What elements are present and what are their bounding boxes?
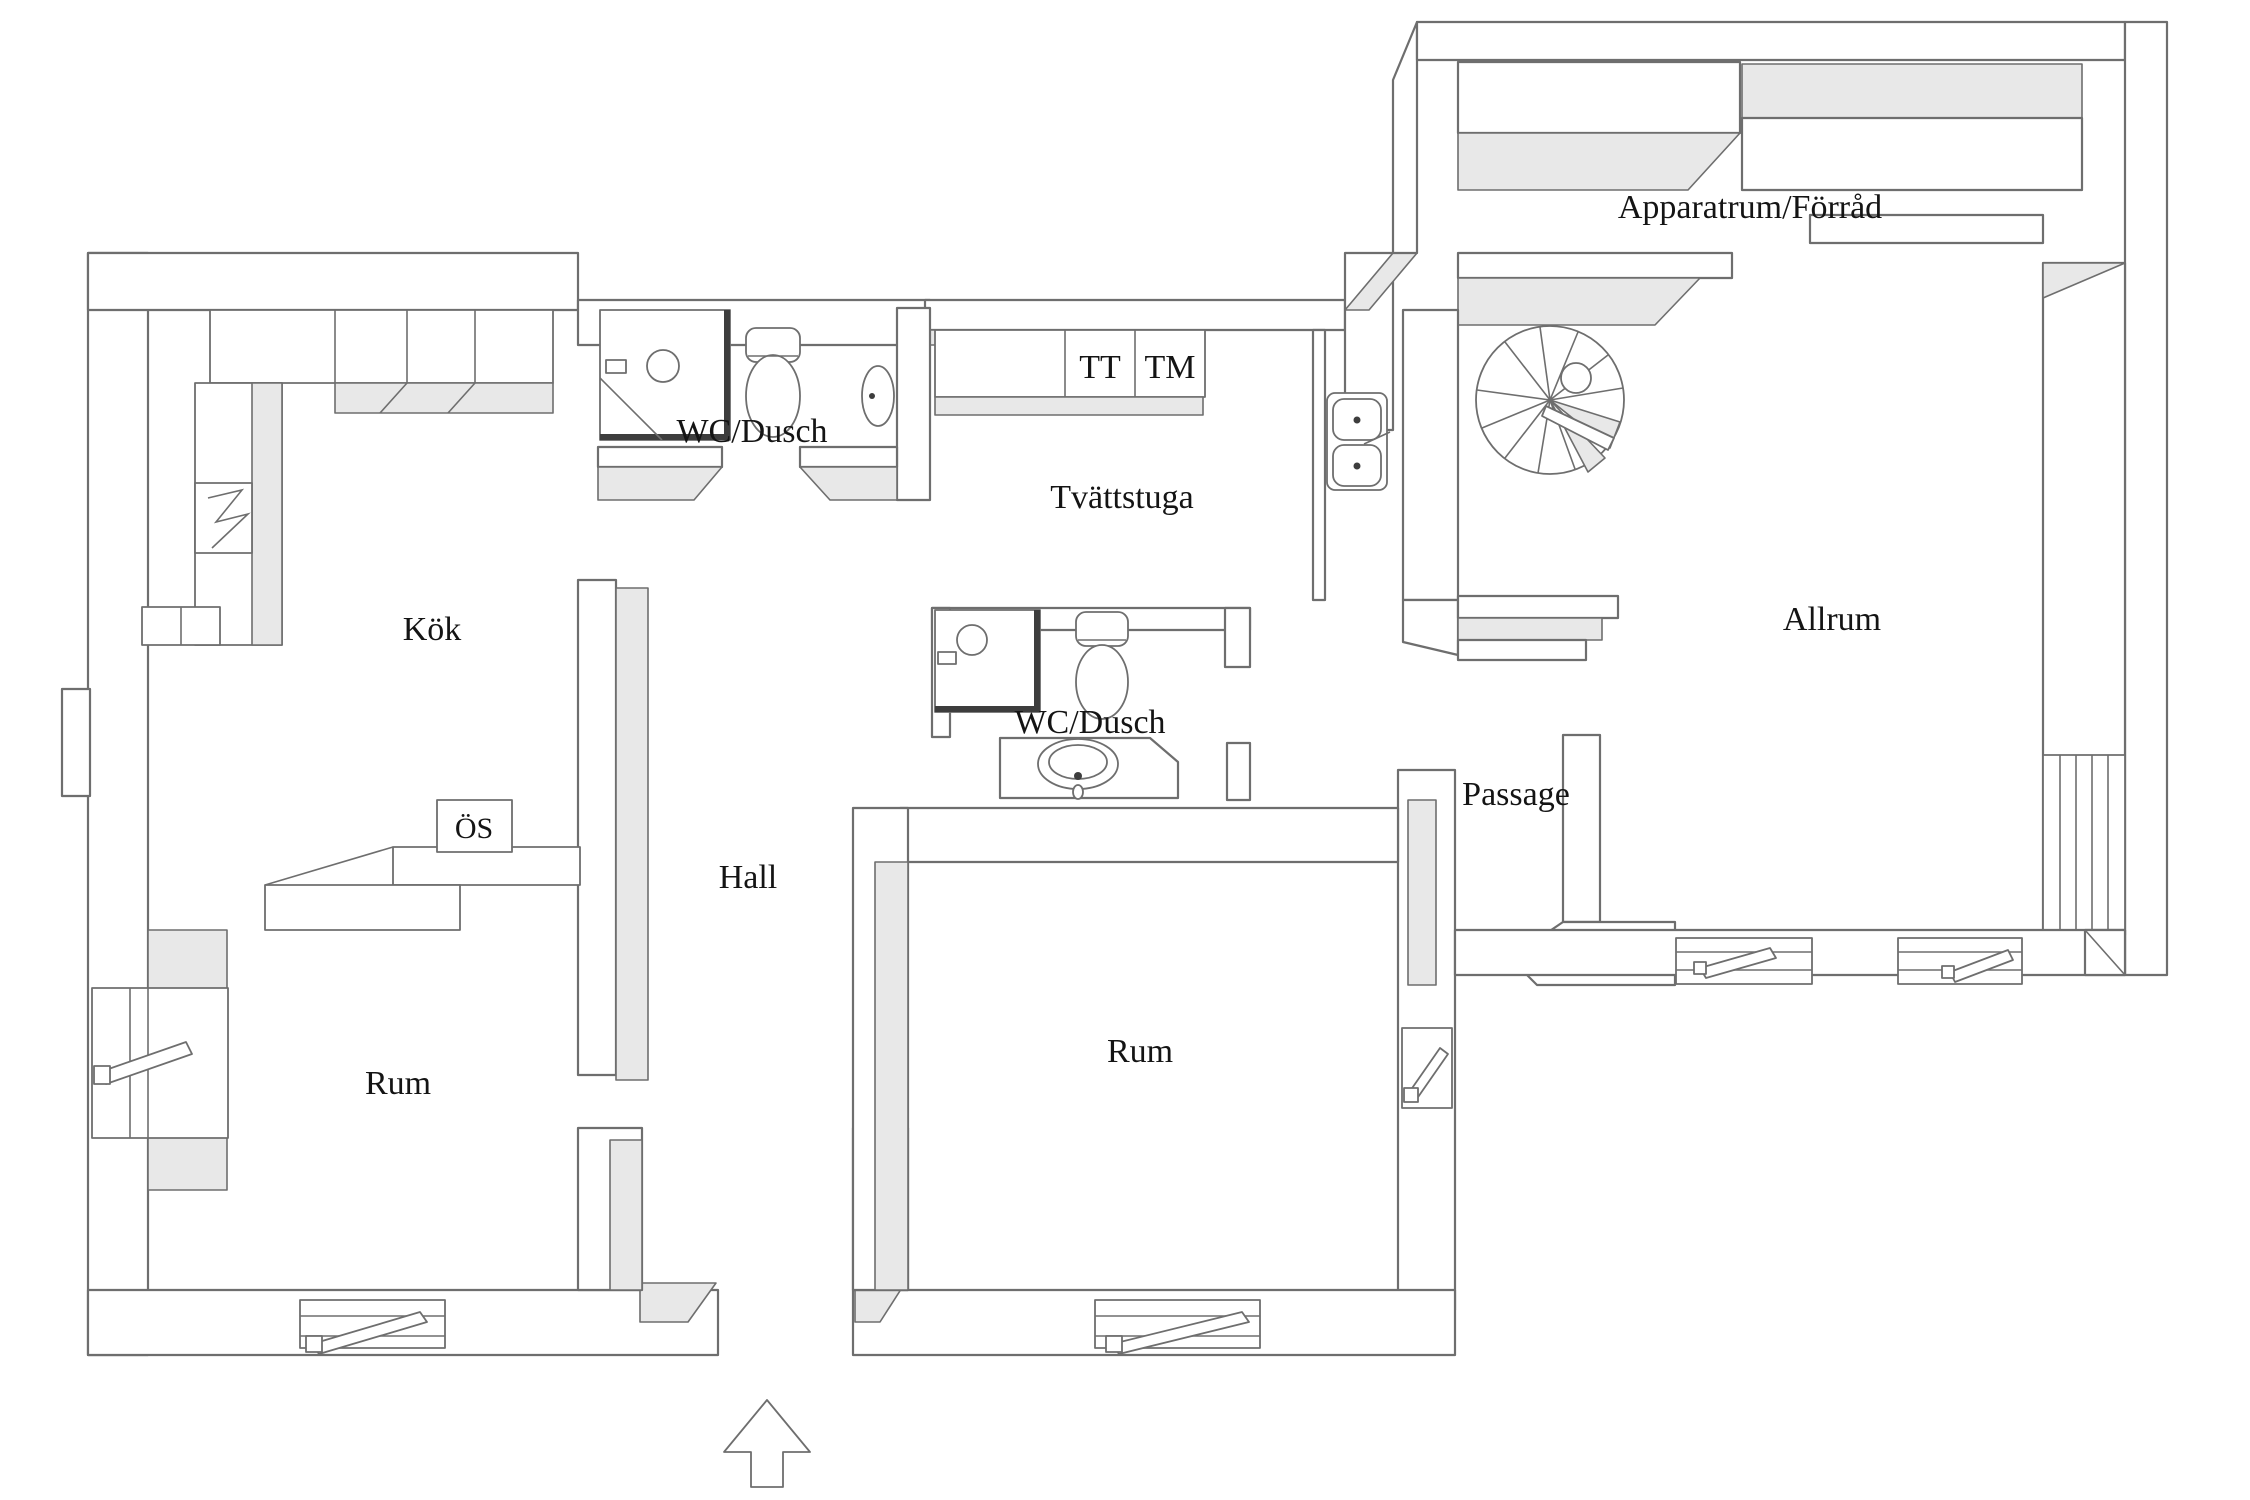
counter-face (934, 396, 1204, 416)
spiral-staircase-icon (1475, 325, 1625, 475)
wall-segment (596, 445, 724, 469)
wall-segment (2123, 20, 2169, 977)
bathroom-middle (934, 609, 1129, 800)
wall-segment (923, 298, 1347, 332)
wall-segment (86, 251, 150, 1357)
wall-face (1407, 799, 1437, 986)
wall-face (639, 1282, 717, 1323)
kitchen-counters (141, 309, 554, 646)
window-with-handle (91, 987, 229, 1139)
entrance-arrow-icon (723, 1399, 811, 1488)
room-label-apparatrum: Apparatrum/Förråd (1618, 189, 1882, 226)
room-label-rum-mitt: Rum (1107, 1033, 1173, 1070)
appliance-label-tt: TT (1079, 349, 1121, 386)
counter-face (251, 382, 283, 646)
wall-face (874, 861, 909, 1291)
wall-segment (1808, 213, 2045, 245)
shower-head-icon (646, 349, 680, 383)
washbasin-icon (861, 365, 895, 427)
counter-face (334, 382, 554, 414)
window-with-handle (299, 1299, 446, 1355)
wall-face (1457, 277, 1701, 326)
wall-face (609, 1139, 643, 1291)
shower-head-icon (956, 624, 988, 656)
bench-face (1457, 617, 1603, 641)
tall-window (2042, 754, 2126, 936)
bench (1456, 594, 1620, 620)
wall-segment (576, 578, 618, 1077)
os-box (436, 799, 513, 853)
window-with-handle (1401, 1027, 1453, 1109)
oval-washbasin-icon (1037, 738, 1119, 800)
wall-segment (1391, 20, 1419, 255)
wall-segment (1225, 741, 1252, 802)
windows (91, 937, 2023, 1355)
counter (209, 309, 554, 384)
wall-segment (1561, 733, 1602, 924)
wall-face (597, 466, 723, 501)
room-label-tvattstuga: Tvättstuga (1050, 479, 1194, 516)
wall-niche (60, 687, 92, 798)
shower-cabin (599, 309, 731, 441)
room-label-rum-vanster: Rum (365, 1065, 431, 1102)
room-label-passage: Passage (1462, 776, 1570, 813)
laundry-counter (934, 329, 1206, 398)
stove-icon (207, 488, 251, 549)
shower-valve-icon (605, 359, 627, 374)
shower-valve-icon (937, 651, 957, 665)
bench (1456, 638, 1588, 662)
toilet-icon (1075, 611, 1129, 720)
os-hearth (264, 799, 581, 931)
room-label-hall: Hall (719, 859, 778, 896)
window-with-handle (1675, 937, 1813, 985)
window-with-handle (1094, 1299, 1261, 1355)
wall-face (2042, 262, 2126, 299)
window-with-handle (1897, 937, 2023, 985)
room-label-wc-dusch-mellan: WC/Dusch (1014, 704, 1165, 741)
storage-closets (1456, 60, 2084, 192)
appliance-label-tm: TM (1145, 349, 1196, 386)
room-label-wc-dusch-top: WC/Dusch (676, 413, 827, 450)
toilet-icon (745, 327, 801, 438)
label-os: ÖS (455, 812, 493, 845)
wall-segment (1311, 328, 1327, 602)
bathroom-top (599, 309, 895, 441)
wall-segment (1456, 251, 1734, 280)
wall-segment (1401, 308, 1460, 602)
laundry-fittings (934, 329, 1391, 491)
wall-segment (86, 251, 580, 312)
room-label-allrum: Allrum (1783, 601, 1881, 638)
room-labels: Apparatrum/Förråd TT TM WC/Dusch Tvättst… (365, 189, 1882, 1102)
wall-face (615, 587, 649, 1081)
wall-segment (1401, 598, 1460, 657)
wall-segment (1223, 606, 1252, 669)
wall-segment (1415, 20, 2127, 62)
wall-segment (898, 806, 1400, 864)
wall-segment (798, 445, 899, 469)
wall-face (799, 466, 898, 501)
double-sink-icon (1326, 392, 1391, 491)
room-label-kok: Kök (403, 611, 462, 648)
wall-segment (895, 306, 932, 502)
